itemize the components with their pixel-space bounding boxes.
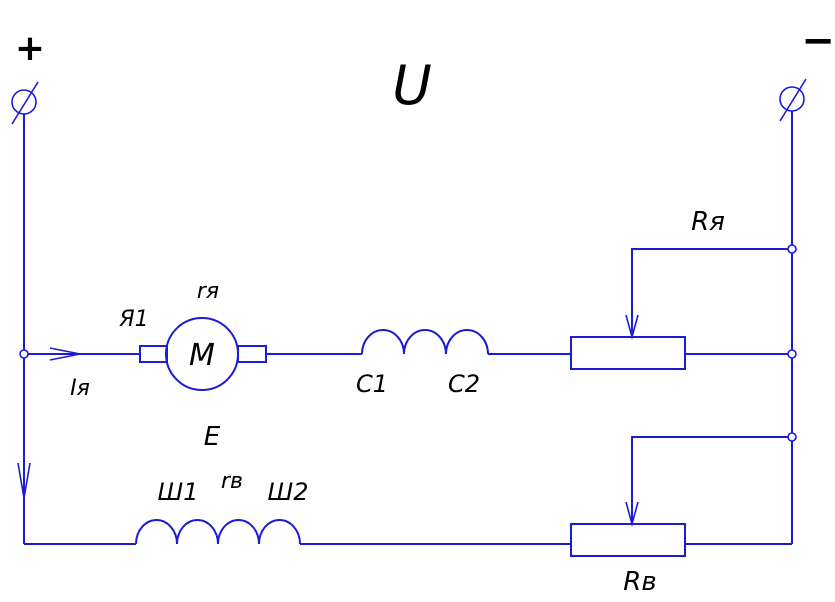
motor-label: M (189, 338, 215, 373)
field-wiper-arrowhead (625, 501, 639, 528)
armature-rheostat (570, 336, 686, 370)
emf-label: E (204, 422, 221, 452)
minus-label: − (801, 18, 835, 64)
field-rheostat-wiper (631, 436, 792, 524)
armature-terminal-label: Я1 (118, 307, 148, 332)
plus-label: + (15, 28, 45, 69)
junction-right-top (787, 244, 797, 254)
shunt-start-label: Ш1 (158, 478, 199, 506)
junction-right-mid (787, 349, 797, 359)
field-resistance-label: rв (221, 469, 243, 494)
armature-current-arrow (49, 347, 81, 361)
armature-wiper-arrowhead (625, 314, 639, 341)
armature-current-label: Iя (70, 376, 90, 401)
series-coil-start-label: C1 (356, 370, 388, 398)
voltage-label: U (392, 54, 432, 117)
junction-left (19, 349, 29, 359)
brush-left (139, 345, 168, 363)
field-rheostat-label: Rв (623, 567, 656, 597)
armature-rheostat-wiper (631, 248, 792, 337)
armature-resistance-label: rя (197, 279, 219, 304)
shunt-field-coil (135, 519, 301, 545)
down-arrow (17, 462, 31, 499)
armature-rheostat-label: Rя (691, 207, 725, 237)
series-coil (361, 329, 489, 355)
shunt-end-label: Ш2 (268, 478, 309, 506)
field-rheostat (570, 523, 686, 557)
junction-right-bottom (787, 432, 797, 442)
series-coil-end-label: C2 (448, 370, 480, 398)
brush-right (237, 345, 267, 363)
